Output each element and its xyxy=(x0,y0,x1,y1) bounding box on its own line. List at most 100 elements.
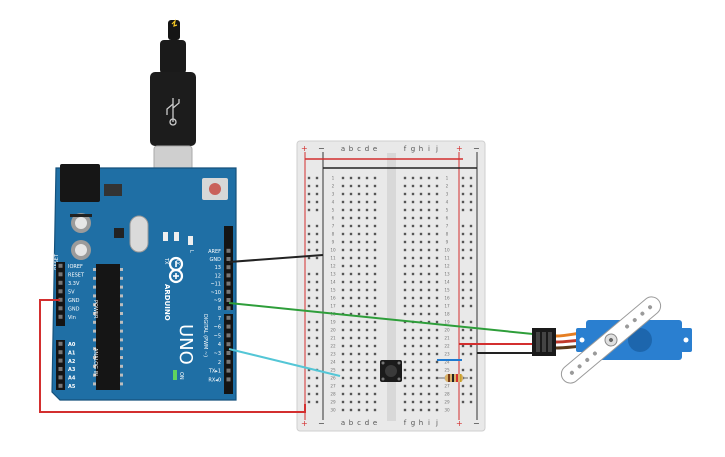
reset-label: RESET xyxy=(54,253,60,270)
column-label: a xyxy=(341,145,345,153)
resistor[interactable] xyxy=(438,374,468,382)
row-number-right: 20 xyxy=(444,328,450,333)
l-label: L xyxy=(188,250,194,253)
column-label: g xyxy=(411,419,415,427)
row-number-right: 13 xyxy=(444,272,450,277)
row-number-left: 2 xyxy=(332,184,335,189)
on-label: ON xyxy=(178,372,184,380)
column-label: h xyxy=(419,419,423,427)
row-number-left: 6 xyxy=(332,216,335,221)
wire-pin4-button[interactable] xyxy=(228,348,341,377)
arduino-uno-board[interactable]: TX RX L ARDUINO UNO RESET POWER ANALOG I… xyxy=(51,164,237,401)
digital-pin-label: 4 xyxy=(218,342,221,348)
small-chip xyxy=(114,228,124,238)
row-number-right: 28 xyxy=(444,392,450,397)
power-header xyxy=(56,262,65,326)
row-number-left: 5 xyxy=(332,208,335,213)
analog-pin-label: A1 xyxy=(68,350,76,356)
row-number-right: 11 xyxy=(444,256,450,261)
digital-pin-label: GND xyxy=(210,257,222,263)
analog-header-label: ANALOG IN xyxy=(92,348,98,376)
row-number-left: 12 xyxy=(330,264,336,269)
l-led xyxy=(188,236,193,245)
row-number-right: 18 xyxy=(444,312,450,317)
digital-pin-label: ~11 xyxy=(210,282,221,288)
digital-pin-label: AREF xyxy=(208,249,221,255)
wire-5v[interactable] xyxy=(39,299,306,413)
row-number-right: 25 xyxy=(444,368,450,373)
row-number-right: 6 xyxy=(446,216,449,221)
row-number-left: 28 xyxy=(330,392,336,397)
row-number-left: 13 xyxy=(330,272,336,277)
power-pin-label: RESET xyxy=(68,272,85,278)
row-number-right: 16 xyxy=(444,296,450,301)
power-pin-label: 3.3V xyxy=(68,281,80,287)
row-number-left: 19 xyxy=(330,320,336,325)
column-label: i xyxy=(428,419,430,427)
reset-button[interactable] xyxy=(202,178,228,200)
column-label: c xyxy=(357,419,361,427)
model-label: UNO xyxy=(175,324,196,365)
column-label: i xyxy=(428,145,430,153)
row-number-left: 24 xyxy=(330,360,336,365)
power-pin-label: 5V xyxy=(68,289,75,295)
analog-pin-label: A2 xyxy=(68,359,76,365)
column-label: d xyxy=(365,419,369,427)
row-number-right: 4 xyxy=(446,200,449,205)
rx-led xyxy=(174,232,179,241)
digital-pin-label: ~5 xyxy=(214,333,221,339)
digital-pin-label: ~10 xyxy=(210,290,221,296)
push-button[interactable] xyxy=(380,360,402,382)
row-number-left: 20 xyxy=(330,328,336,333)
rail-plus-right-top: + xyxy=(456,144,463,153)
digital-pin-label: RX◂0 xyxy=(208,377,221,383)
digital-pin-label: 12 xyxy=(215,273,221,279)
analog-pin-label: A0 xyxy=(68,342,76,348)
servo-motor[interactable] xyxy=(532,293,692,386)
row-number-left: 23 xyxy=(330,352,336,357)
wire-gnd[interactable] xyxy=(228,254,324,263)
row-number-right: 10 xyxy=(444,248,450,253)
column-label: f xyxy=(404,419,407,427)
analog-pin-label: A4 xyxy=(68,376,76,382)
digital-pin-label: 13 xyxy=(215,265,221,271)
row-number-left: 30 xyxy=(330,408,336,413)
servo-horn[interactable] xyxy=(558,293,665,386)
row-number-left: 21 xyxy=(330,336,336,341)
power-header-label: POWER xyxy=(92,300,98,319)
row-number-left: 15 xyxy=(330,288,336,293)
row-number-right: 17 xyxy=(444,304,450,309)
wire-pin9-servo[interactable] xyxy=(228,302,534,335)
digital-pin-label: 8 xyxy=(218,306,221,312)
row-number-left: 9 xyxy=(332,240,335,245)
row-number-right: 21 xyxy=(444,336,450,341)
column-label: j xyxy=(435,419,438,427)
row-number-right: 2 xyxy=(446,184,449,189)
brand-label: ARDUINO xyxy=(163,284,171,321)
crystal xyxy=(129,215,149,253)
row-number-right: 19 xyxy=(444,320,450,325)
rail-plus-right-bottom: + xyxy=(456,419,463,428)
row-number-right: 8 xyxy=(446,232,449,237)
voltage-regulator xyxy=(104,184,122,196)
row-number-right: 1 xyxy=(446,176,449,181)
row-number-left: 22 xyxy=(330,344,336,349)
analog-header xyxy=(56,340,65,390)
row-number-left: 11 xyxy=(330,256,336,261)
row-number-right: 15 xyxy=(444,288,450,293)
digital-header-label: DIGITAL (PWM ~) xyxy=(202,314,208,357)
row-number-right: 29 xyxy=(444,400,450,405)
digital-pin-label: ~3 xyxy=(214,351,221,357)
row-number-right: 3 xyxy=(446,192,449,197)
rx-label: RX xyxy=(174,258,180,265)
digital-pin-label: TX▸1 xyxy=(208,369,221,375)
wires xyxy=(39,158,534,413)
center-channel xyxy=(387,153,396,421)
row-number-left: 14 xyxy=(330,280,336,285)
column-label: d xyxy=(365,145,369,153)
row-number-right: 14 xyxy=(444,280,450,285)
power-pin-label: Vin xyxy=(68,315,76,321)
rail-minus-left-bottom: − xyxy=(318,419,325,428)
